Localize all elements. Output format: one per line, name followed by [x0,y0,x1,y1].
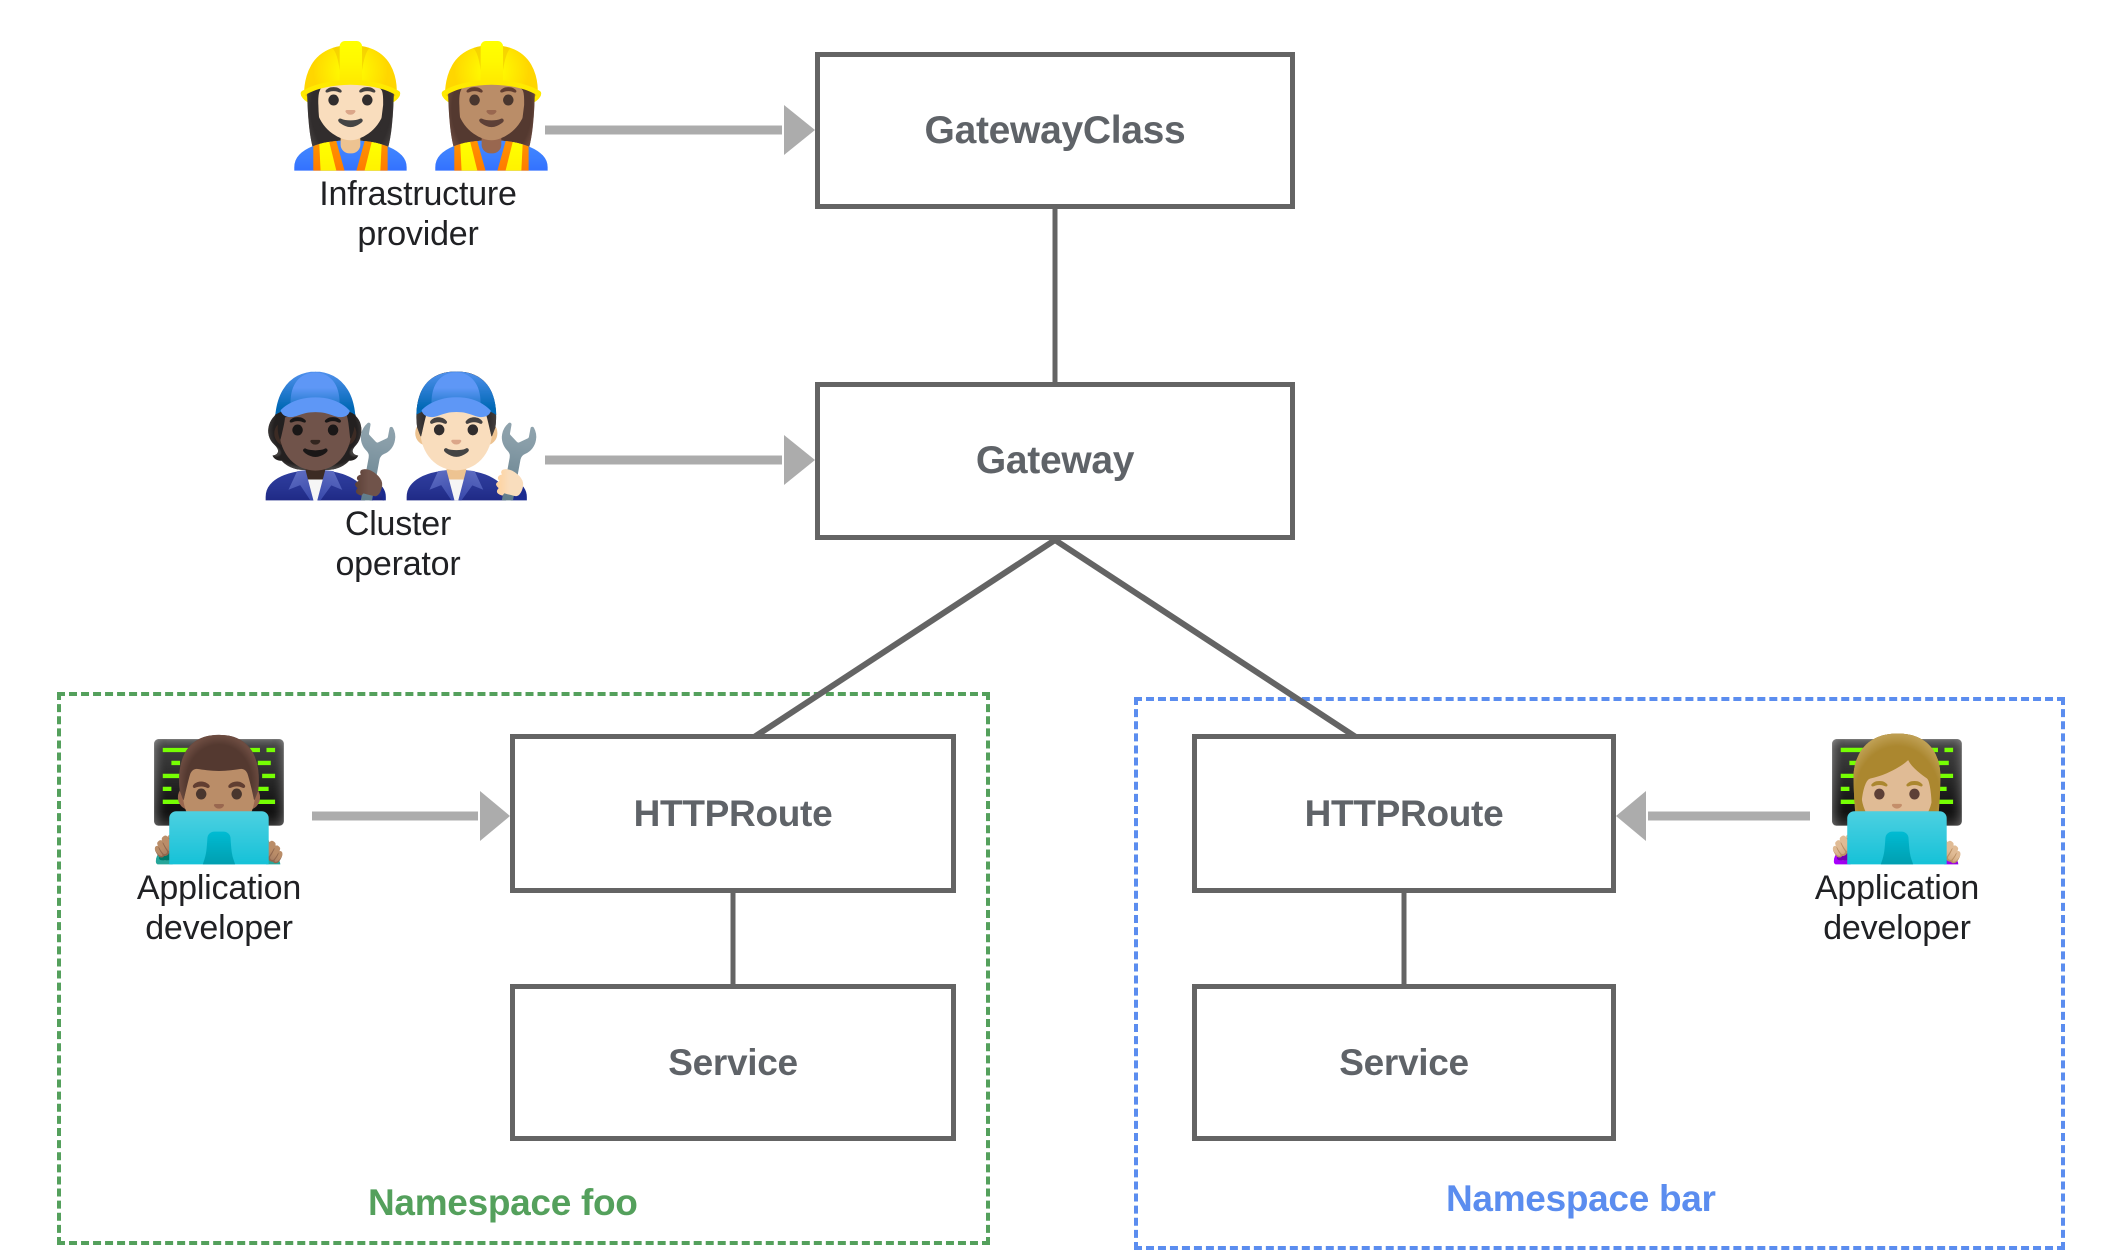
persona-cluster-operator-label: Cluster operator [335,505,460,584]
persona-label-line2: developer [1823,908,1971,947]
persona-application-developer-foo-label: Application developer [137,869,301,948]
httproute-bar-box[interactable]: HTTPRoute [1192,734,1616,893]
gateway-label: Gateway [975,439,1135,482]
namespace-foo-label: Namespace foo [368,1182,638,1223]
gateway-box[interactable]: Gateway [815,382,1295,540]
gatewayclass-label: GatewayClass [924,108,1186,152]
arrow-infra-provider-to-gatewayclass [545,105,815,155]
persona-label-line1: Application [1814,869,1980,908]
gatewayclass-box[interactable]: GatewayClass [815,52,1295,209]
service-foo-box[interactable]: Service [510,984,956,1141]
persona-application-developer-foo: 👨🏽‍💻 Application developer [100,734,338,948]
mechanic-people-icon: 🧑🏿‍🔧👨🏻‍🔧 [257,370,545,502]
httproute-bar-label: HTTPRoute [1304,792,1504,834]
man-technologist-icon: 👨🏽‍💻 [145,734,293,866]
service-bar-box[interactable]: Service [1192,984,1616,1141]
namespace-foo-container [57,692,990,1245]
persona-label-line1: Infrastructure [319,175,517,214]
persona-label-line2: provider [357,214,479,253]
persona-cluster-operator: 🧑🏿‍🔧👨🏻‍🔧 Cluster operator [257,370,545,584]
arrow-cluster-operator-to-gateway [545,435,815,485]
service-foo-label: Service [668,1041,798,1083]
persona-label-line2: operator [335,544,461,583]
persona-label-line1: Application [136,869,302,908]
httproute-foo-label: HTTPRoute [633,792,833,834]
namespace-bar-label: Namespace bar [1446,1178,1716,1219]
persona-application-developer-bar-label: Application developer [1815,869,1979,948]
service-bar-label: Service [1339,1041,1469,1083]
persona-infrastructure-provider: 👷🏻‍♀️👷🏽‍♀️ Infrastructure provider [268,40,568,254]
persona-infrastructure-provider-label: Infrastructure provider [319,175,517,254]
persona-label-line1: Cluster [344,505,452,544]
woman-technologist-icon: 👩🏼‍💻 [1823,734,1971,866]
namespace-bar-container [1134,697,2065,1250]
httproute-foo-box[interactable]: HTTPRoute [510,734,956,893]
persona-application-developer-bar: 👩🏼‍💻 Application developer [1778,734,2016,948]
persona-label-line2: developer [145,908,293,947]
construction-worker-women-icon: 👷🏻‍♀️👷🏽‍♀️ [277,40,565,172]
